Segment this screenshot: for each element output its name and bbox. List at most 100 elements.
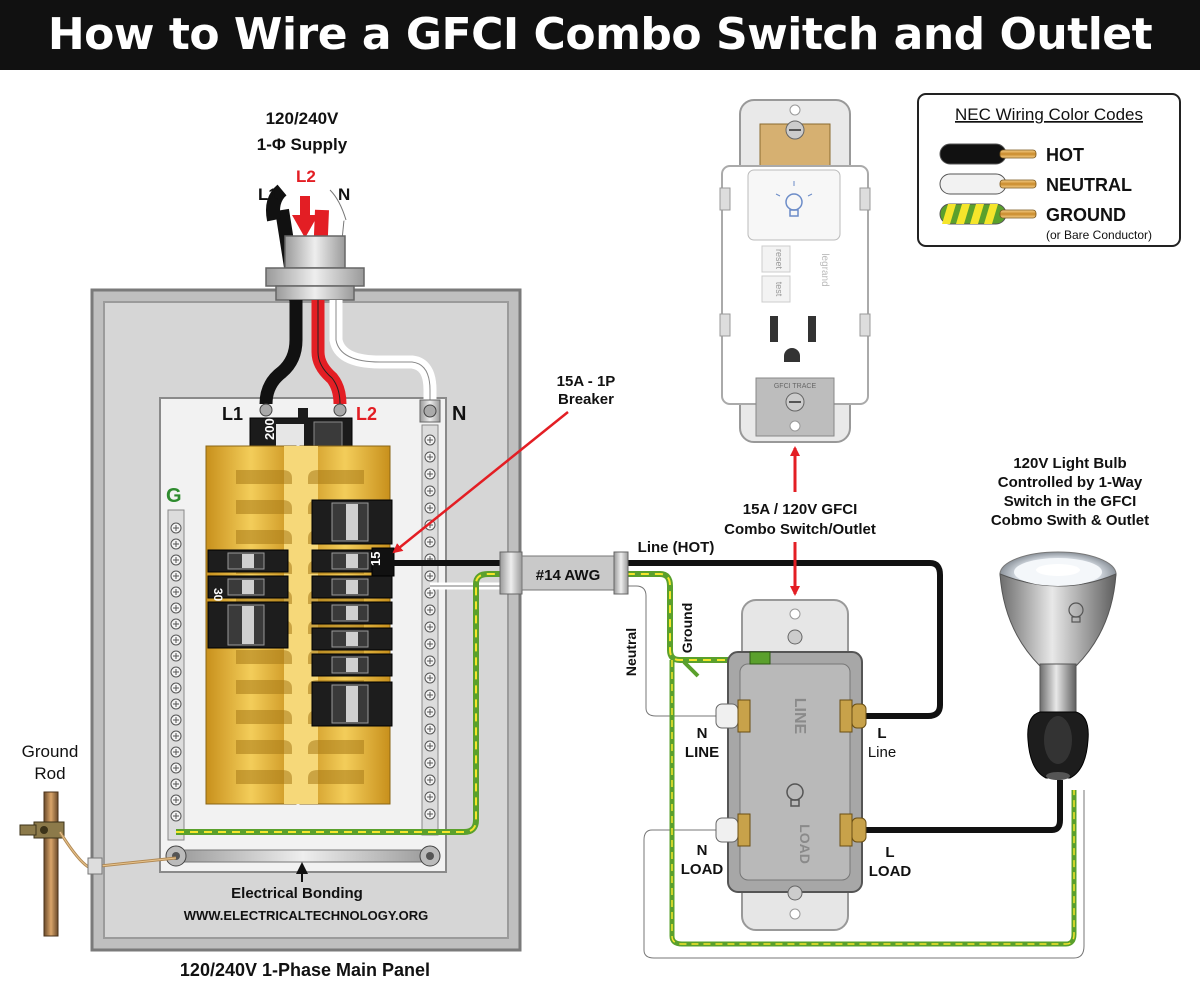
- bar-screw: [170, 602, 182, 614]
- bar-screw: [170, 682, 182, 694]
- color-code-legend: NEC Wiring Color Codes HOTNEUTRALGROUND …: [917, 93, 1181, 247]
- n-load-label-n: N: [697, 842, 708, 859]
- circuit-breaker: [311, 653, 393, 677]
- ground-rod-label-2: Rod: [34, 764, 65, 783]
- bar-screw: [424, 808, 436, 820]
- bar-screw: [424, 604, 436, 616]
- bonding-strap: [165, 845, 441, 882]
- circuit-breaker: [207, 601, 289, 649]
- legend-label: GROUND: [1046, 205, 1126, 225]
- back-line-label: LINE: [791, 698, 808, 735]
- bus-finger: [308, 470, 364, 484]
- circuit-breaker: [207, 549, 289, 573]
- breaker-callout-line2: Breaker: [558, 391, 614, 408]
- terminal-n-line: [715, 699, 751, 733]
- bulb-icon: [775, 181, 813, 217]
- ground-bar-screws: [170, 522, 182, 822]
- website-label: WWW.ELECTRICALTECHNOLOGY.ORG: [184, 908, 429, 923]
- bus-finger: [236, 770, 292, 784]
- legend-item-neutral: NEUTRAL: [939, 173, 1132, 195]
- awg-cable-sleeve: [499, 551, 629, 595]
- cable-ground-label: Ground: [679, 603, 695, 654]
- neutral-bar: [419, 399, 441, 836]
- bar-screw: [424, 672, 436, 684]
- bar-screw: [170, 586, 182, 598]
- bonding-label: Electrical Bonding: [231, 885, 363, 902]
- bar-screw: [424, 774, 436, 786]
- supply-l2-label: L2: [296, 167, 316, 186]
- supply-l1-label: L1: [258, 185, 278, 204]
- legend-label: NEUTRAL: [1046, 175, 1132, 195]
- page-title: How to Wire a GFCI Combo Switch and Outl…: [0, 0, 1200, 70]
- l1-main-wire: [259, 300, 303, 405]
- line-hot-label: Line (HOT): [638, 539, 715, 556]
- device-callout-line2: Combo Switch/Outlet: [724, 521, 876, 538]
- ground-rod: [19, 791, 177, 937]
- back-bulb-icon: [786, 783, 804, 807]
- bar-screw: [424, 468, 436, 480]
- breaker-30-label: 30: [211, 588, 225, 602]
- bar-screw: [170, 522, 182, 534]
- gfci-front-view: reset test legrand GFCI TRACE: [719, 99, 871, 443]
- main-breaker-rating: 200: [262, 418, 277, 440]
- panel-caption: 120/240V 1-Phase Main Panel: [180, 960, 430, 980]
- supply-phase-label: 1-Φ Supply: [257, 135, 348, 154]
- legend-title: NEC Wiring Color Codes: [955, 105, 1143, 124]
- l-load-label-load: LOAD: [869, 863, 912, 880]
- terminal-n-load: [715, 813, 751, 847]
- n-line-label-line: LINE: [685, 744, 719, 761]
- bar-screw: [424, 570, 436, 582]
- bar-screw: [170, 778, 182, 790]
- l-load-label-l: L: [885, 844, 894, 861]
- panel-n-label: N: [452, 403, 466, 425]
- bulb-label-2: Controlled by 1-Way: [998, 474, 1143, 491]
- bus-finger: [308, 770, 364, 784]
- circuit-breaker: [311, 627, 393, 651]
- l2-supply-arrow: [292, 196, 318, 238]
- hot-line-wire: [392, 560, 943, 719]
- bar-screw: [170, 666, 182, 678]
- bar-screw: [424, 791, 436, 803]
- reset-label: reset: [774, 249, 784, 270]
- bar-screw: [170, 810, 182, 822]
- breaker-15-label: 15: [368, 552, 383, 566]
- bus-finger: [236, 530, 292, 544]
- terminal-l-line: [839, 699, 867, 733]
- bus-finger: [236, 680, 292, 694]
- bar-screw: [170, 618, 182, 630]
- bar-screw: [424, 621, 436, 633]
- bar-screw: [424, 723, 436, 735]
- test-button: [761, 275, 791, 303]
- bus-finger: [236, 500, 292, 514]
- bar-screw: [424, 587, 436, 599]
- back-load-label: LOAD: [797, 824, 813, 864]
- awg-label: #14 AWG: [536, 567, 600, 584]
- legend-item-ground: GROUND: [939, 203, 1126, 225]
- legend-items: HOT NEUTRAL GROUND: [939, 143, 1132, 225]
- legend-item-hot: HOT: [939, 143, 1084, 165]
- n-line-label-n: N: [697, 725, 708, 742]
- bar-screw: [424, 485, 436, 497]
- gfci-trace-label: GFCI TRACE: [774, 383, 817, 390]
- bar-screw: [424, 502, 436, 514]
- bar-screw: [424, 655, 436, 667]
- bar-screw: [424, 451, 436, 463]
- panel-l1-label: L1: [222, 404, 243, 424]
- breaker-callout-line1: 15A - 1P: [557, 373, 616, 390]
- bar-screw: [170, 538, 182, 550]
- legend-ground-note: (or Bare Conductor): [1046, 228, 1152, 242]
- bar-screw: [424, 757, 436, 769]
- gfci-back-view: LINE LOAD: [715, 599, 867, 931]
- bar-screw: [170, 554, 182, 566]
- bar-screw: [170, 794, 182, 806]
- bar-screw: [424, 638, 436, 650]
- reset-button: [761, 245, 791, 273]
- legend-label: HOT: [1046, 145, 1084, 165]
- bulb-logo-icon: [1068, 602, 1084, 623]
- supply-n-label: N: [338, 185, 350, 204]
- l-line-label-l: L: [877, 725, 886, 742]
- wiring-diagram: 200 30 15 L1 L2 N G: [19, 93, 1181, 980]
- bar-screw: [170, 730, 182, 742]
- bar-screw: [424, 434, 436, 446]
- bar-screw: [170, 762, 182, 774]
